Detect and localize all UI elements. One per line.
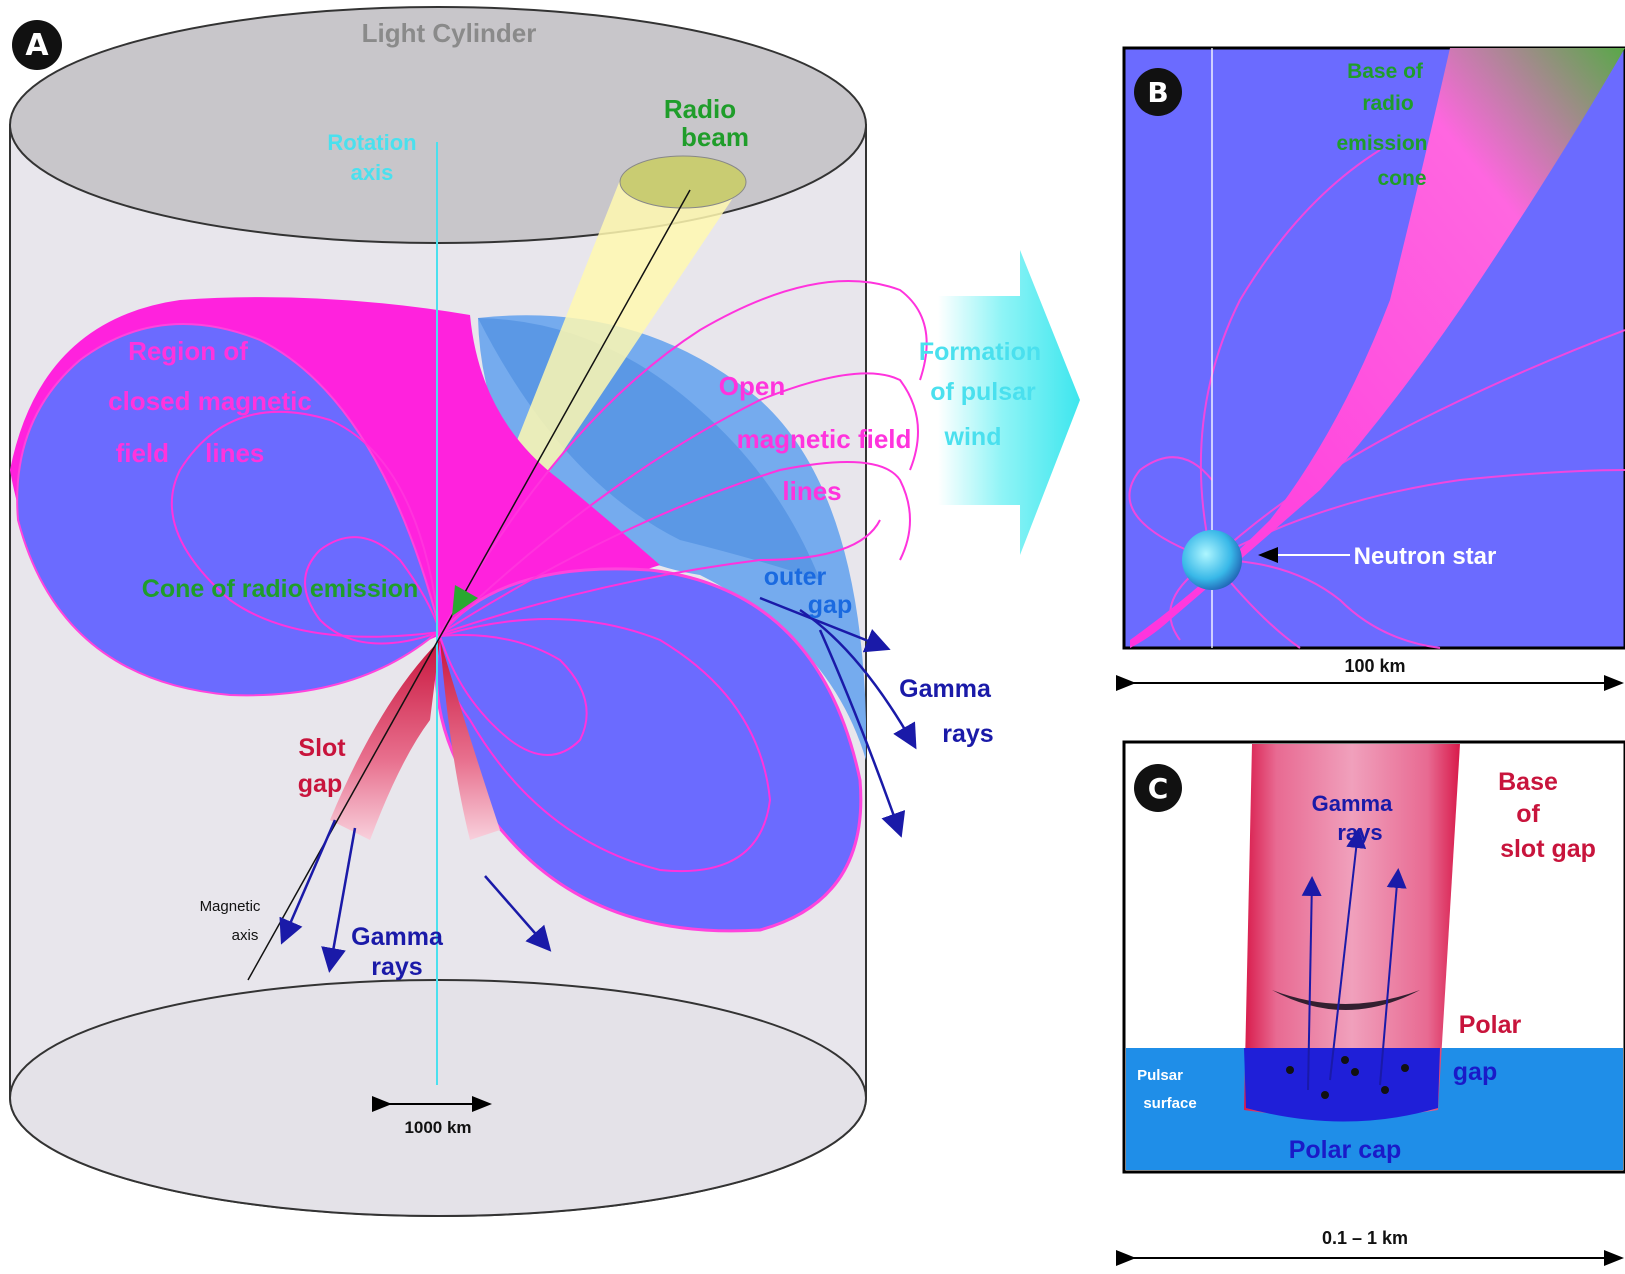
panel-c-badge <box>1134 764 1182 812</box>
closed-region-label-3: field lines <box>116 438 265 468</box>
radio-beam-label-2: beam <box>681 122 749 152</box>
slot-gap-column <box>1244 744 1460 1118</box>
wind-label-1: Formation <box>919 338 1041 366</box>
panel-a <box>9 6 928 1217</box>
slot-gap-right <box>440 640 500 840</box>
panel-c-gamma-2: rays <box>1337 820 1382 845</box>
outer-gap-label-1: outer <box>764 563 827 591</box>
polar-gap-label-1: Polar <box>1459 1011 1522 1039</box>
gamma-arrows <box>279 596 917 973</box>
pulsar-surface-label-1: Pulsar <box>1137 1067 1183 1084</box>
left-lobe <box>16 323 442 697</box>
panel-a-letter: A <box>25 28 49 63</box>
outer-gap-label-2: gap <box>808 591 852 619</box>
base-radio-label-1: Base of <box>1347 60 1424 83</box>
neutron-star-label: Neutron star <box>1354 543 1497 570</box>
base-slot-label-3: slot gap <box>1500 835 1596 863</box>
gamma-rays-right-1: Gamma <box>899 675 992 703</box>
base-radio-label-4: cone <box>1377 167 1426 190</box>
gamma-rays-bottom-2: rays <box>371 953 422 981</box>
rotation-axis-label: Rotation <box>327 130 416 155</box>
pulsar-surface-label-2: surface <box>1143 1095 1196 1112</box>
open-lines-label-1: Open <box>719 371 785 401</box>
panel-b-badge <box>1134 68 1182 116</box>
radio-beam-cap <box>619 155 747 209</box>
open-lines-label-3: lines <box>782 476 841 506</box>
panel-c-letter: C <box>1148 772 1169 805</box>
light-cylinder-label: Light Cylinder <box>362 18 537 48</box>
polar-cap <box>1244 1048 1440 1122</box>
base-slot-label-1: Base <box>1498 768 1558 796</box>
polar-cap-label: Polar cap <box>1289 1136 1402 1164</box>
cone-radio-label: Cone of radio emission <box>142 575 418 603</box>
base-radio-label-2: radio <box>1362 92 1413 115</box>
slot-gap-label-1: Slot <box>298 734 346 762</box>
panel-b-letter: B <box>1147 76 1168 109</box>
closed-region-label-1: Region of <box>128 336 248 366</box>
magnetic-axis-label-1: Magnetic <box>200 898 261 915</box>
radio-emission-cone <box>1130 48 1625 648</box>
wind-label-3: wind <box>944 423 1002 451</box>
panel-c-gamma-1: Gamma <box>1312 791 1393 816</box>
slot-gap-left <box>330 640 440 840</box>
base-radio-label-3: emission <box>1336 132 1427 155</box>
neutron-star <box>1182 530 1242 590</box>
slot-gap-label-2: gap <box>298 770 342 798</box>
rotation-axis-label-2: axis <box>351 160 394 185</box>
pulsar-wind-arrow <box>938 250 1080 555</box>
open-lines-label-2: magnetic field <box>737 424 912 454</box>
gamma-rays-right-2: rays <box>942 720 993 748</box>
open-field-lines <box>439 280 928 635</box>
scale-a-label: 1000 km <box>404 1118 471 1137</box>
panel-c-gamma-arrows <box>1301 828 1407 1091</box>
radio-beam-label: Radio <box>664 94 736 124</box>
cone-marker-icon <box>452 585 478 616</box>
charges <box>1286 1056 1409 1099</box>
magnetic-axis-label-2: axis <box>232 927 259 944</box>
scale-c-label: 0.1 – 1 km <box>1322 1228 1408 1248</box>
scale-b-label: 100 km <box>1344 656 1405 676</box>
panel-c <box>1116 740 1625 1266</box>
panel-a-badge <box>12 20 62 70</box>
wind-label-2: of pulsar <box>930 378 1036 406</box>
closed-region-label-2: closed magnetic <box>108 386 312 416</box>
closed-field-lines <box>170 410 772 873</box>
polar-gap-label-2: gap <box>1453 1058 1497 1086</box>
gamma-rays-bottom-1: Gamma <box>351 923 444 951</box>
panel-b <box>1116 46 1625 691</box>
base-slot-label-2: of <box>1516 800 1540 828</box>
